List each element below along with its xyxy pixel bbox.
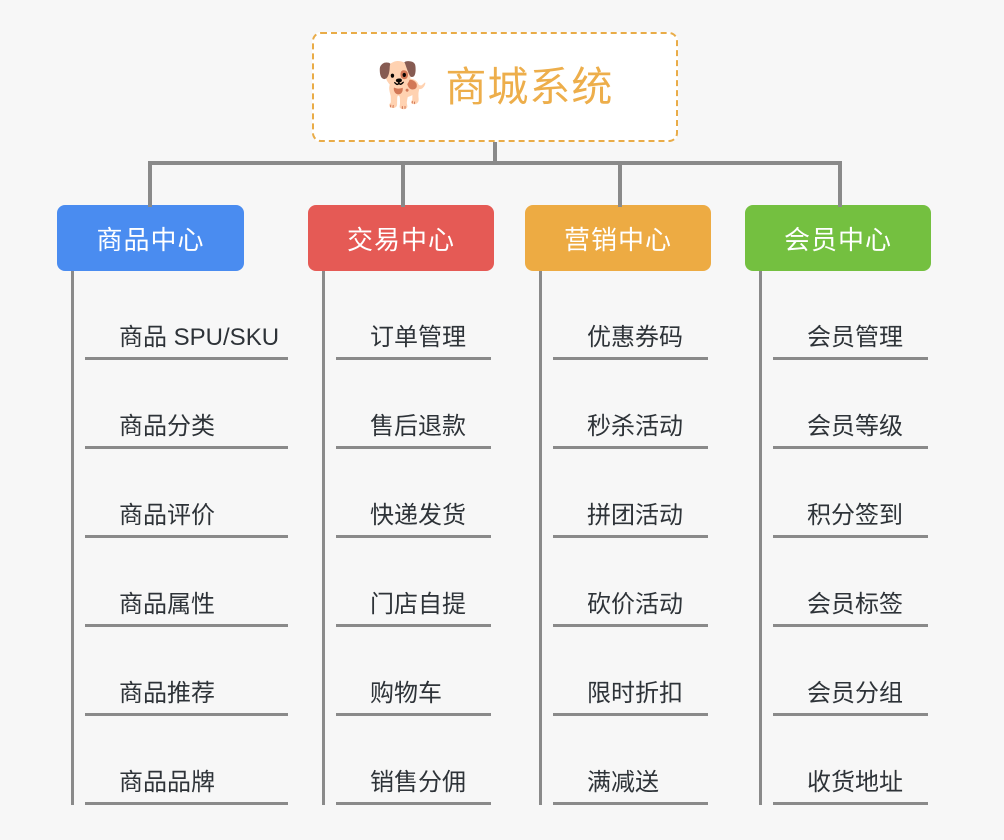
leaf-item[interactable]: 满减送 [553, 716, 708, 805]
leaf-item-label: 砍价活动 [587, 590, 683, 618]
root-node-shop-system[interactable]: 🐕 商城系统 [312, 32, 678, 142]
connector-branch-stub [838, 161, 842, 207]
branch-header-marketing-center[interactable]: 营销中心 [525, 161, 711, 271]
leaf-item-label: 商品 SPU/SKU [119, 323, 280, 351]
leaf-list-member-center: 会员管理 会员等级 积分签到 会员标签 会员分组 收货地址 [745, 271, 931, 805]
leaf-item[interactable]: 优惠券码 [553, 271, 708, 360]
leaf-item-label: 快递发货 [370, 501, 466, 529]
root-node-label: 商城系统 [445, 63, 614, 110]
branch-header-label: 商品中心 [96, 224, 205, 255]
connector-leaf-spine [759, 271, 762, 805]
leaf-item-label: 会员分组 [807, 679, 903, 707]
leaf-item[interactable]: 商品属性 [85, 538, 288, 627]
leaf-item-label: 会员管理 [807, 323, 903, 351]
connector-branch-stub [148, 161, 152, 207]
leaf-item-label: 会员标签 [807, 590, 903, 618]
leaf-item-label: 门店自提 [370, 590, 466, 618]
leaf-item-label: 商品分类 [119, 412, 215, 440]
leaf-item-label: 优惠券码 [587, 323, 683, 351]
leaf-item[interactable]: 商品品牌 [85, 716, 288, 805]
leaf-item-label: 商品评价 [119, 501, 215, 529]
leaf-item[interactable]: 拼团活动 [553, 449, 708, 538]
leaf-item[interactable]: 购物车 [336, 627, 491, 716]
leaf-item[interactable]: 会员分组 [773, 627, 928, 716]
connector-branch-stub [401, 161, 405, 207]
connector-leaf-spine [539, 271, 542, 805]
connector-horizontal-bus [150, 161, 840, 165]
leaf-item[interactable]: 销售分佣 [336, 716, 491, 805]
leaf-item[interactable]: 砍价活动 [553, 538, 708, 627]
leaf-item-label: 拼团活动 [587, 501, 683, 529]
leaf-item[interactable]: 商品分类 [85, 360, 288, 449]
leaf-item[interactable]: 限时折扣 [553, 627, 708, 716]
shiba-dog-face-icon: 🐕 [376, 61, 432, 110]
branch-header-trade-center[interactable]: 交易中心 [308, 161, 494, 271]
leaf-item[interactable]: 收货地址 [773, 716, 928, 805]
leaf-list-marketing-center: 优惠券码 秒杀活动 拼团活动 砍价活动 限时折扣 满减送 [525, 271, 711, 805]
leaf-item[interactable]: 积分签到 [773, 449, 928, 538]
leaf-item[interactable]: 秒杀活动 [553, 360, 708, 449]
branch-column-marketing-center: 营销中心 优惠券码 秒杀活动 拼团活动 砍价活动 限时折扣 满减送 [525, 161, 711, 805]
leaf-item[interactable]: 会员等级 [773, 360, 928, 449]
leaf-item-label: 售后退款 [370, 412, 466, 440]
leaf-item-label: 购物车 [370, 679, 442, 707]
leaf-item[interactable]: 门店自提 [336, 538, 491, 627]
connector-root-stem [493, 142, 497, 164]
branch-header-label: 交易中心 [346, 224, 455, 255]
leaf-item-label: 满减送 [587, 768, 659, 796]
branch-column-product-center: 商品中心 商品 SPU/SKU 商品分类 商品评价 商品属性 商品推荐 商品品牌 [57, 161, 288, 805]
leaf-item-label: 商品属性 [119, 590, 215, 618]
leaf-item[interactable]: 商品推荐 [85, 627, 288, 716]
leaf-item[interactable]: 商品 SPU/SKU [85, 271, 288, 360]
connector-leaf-spine [322, 271, 325, 805]
leaf-list-product-center: 商品 SPU/SKU 商品分类 商品评价 商品属性 商品推荐 商品品牌 [57, 271, 288, 805]
branch-header-product-center[interactable]: 商品中心 [57, 161, 244, 271]
connector-branch-stub [618, 161, 622, 207]
leaf-item-label: 限时折扣 [587, 679, 683, 707]
connector-leaf-spine [71, 271, 74, 805]
branch-column-member-center: 会员中心 会员管理 会员等级 积分签到 会员标签 会员分组 收货地址 [745, 161, 931, 805]
branch-header-member-center[interactable]: 会员中心 [745, 161, 931, 271]
leaf-item[interactable]: 会员标签 [773, 538, 928, 627]
leaf-item[interactable]: 商品评价 [85, 449, 288, 538]
leaf-item-label: 销售分佣 [370, 768, 466, 796]
branch-column-trade-center: 交易中心 订单管理 售后退款 快递发货 门店自提 购物车 销售分佣 [308, 161, 494, 805]
leaf-item[interactable]: 会员管理 [773, 271, 928, 360]
leaf-item-label: 商品品牌 [119, 768, 215, 796]
leaf-item[interactable]: 售后退款 [336, 360, 491, 449]
leaf-item-label: 商品推荐 [119, 679, 215, 707]
leaf-item[interactable]: 快递发货 [336, 449, 491, 538]
leaf-item-label: 收货地址 [807, 768, 903, 796]
leaf-item-label: 积分签到 [807, 501, 903, 529]
leaf-item[interactable]: 订单管理 [336, 271, 491, 360]
branch-header-label: 会员中心 [783, 224, 892, 255]
leaf-item-label: 秒杀活动 [587, 412, 683, 440]
leaf-list-trade-center: 订单管理 售后退款 快递发货 门店自提 购物车 销售分佣 [308, 271, 494, 805]
leaf-item-label: 会员等级 [807, 412, 903, 440]
leaf-item-label: 订单管理 [370, 323, 466, 351]
branch-header-label: 营销中心 [563, 224, 672, 255]
